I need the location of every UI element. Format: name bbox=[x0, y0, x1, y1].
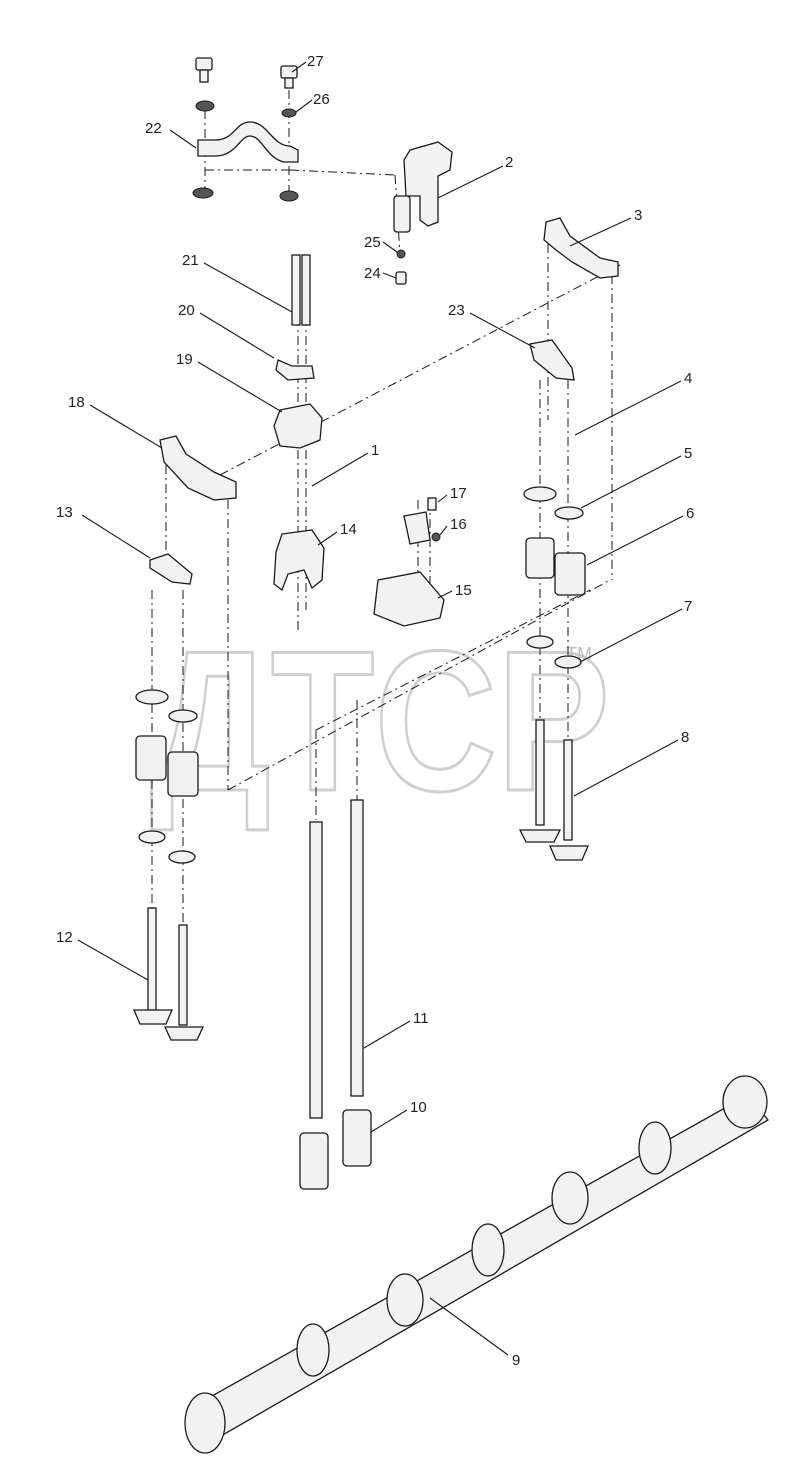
long-bolt-b bbox=[301, 254, 311, 326]
callout-8: 8 bbox=[681, 729, 689, 746]
valve-stem-left-a bbox=[147, 907, 157, 1011]
callout-3: 3 bbox=[634, 207, 642, 224]
rocker-support bbox=[403, 141, 453, 227]
callout-12: 12 bbox=[56, 929, 73, 946]
bolt-left bbox=[195, 57, 213, 83]
ball-25 bbox=[396, 249, 406, 259]
push-rod-b bbox=[350, 799, 364, 1097]
pin-24 bbox=[395, 271, 407, 285]
spring-seat-left-b bbox=[168, 850, 196, 864]
callout-6: 6 bbox=[686, 505, 694, 522]
valve-spring-left-b bbox=[167, 751, 199, 797]
callout-10: 10 bbox=[410, 1099, 427, 1116]
spring-retainer-right-a bbox=[523, 486, 557, 502]
rocker-base bbox=[373, 571, 445, 627]
tappet-a bbox=[299, 1132, 329, 1190]
valve-head-left-a bbox=[133, 1009, 173, 1025]
callout-1: 1 bbox=[371, 442, 379, 459]
callout-13: 13 bbox=[56, 504, 73, 521]
valve-stem-right-b bbox=[563, 739, 573, 841]
callout-18: 18 bbox=[68, 394, 85, 411]
callout-5: 5 bbox=[684, 445, 692, 462]
parts bbox=[133, 57, 769, 1454]
washer-26 bbox=[281, 108, 297, 118]
valve-head-right-b bbox=[549, 845, 589, 861]
valve-bridge-left bbox=[149, 553, 193, 585]
callout-20: 20 bbox=[178, 302, 195, 319]
callout-21: 21 bbox=[182, 252, 199, 269]
washer-lower-left bbox=[192, 187, 214, 199]
callout-24: 24 bbox=[364, 265, 381, 282]
push-rod-a bbox=[309, 821, 323, 1119]
callout-7: 7 bbox=[684, 598, 692, 615]
screw-17 bbox=[427, 497, 437, 511]
callout-17: 17 bbox=[450, 485, 467, 502]
callout-23: 23 bbox=[448, 302, 465, 319]
oil-pipe bbox=[197, 121, 299, 163]
callout-9: 9 bbox=[512, 1352, 520, 1369]
callout-11: 11 bbox=[413, 1010, 429, 1027]
callout-22: 22 bbox=[145, 120, 162, 137]
callout-16: 16 bbox=[450, 516, 467, 533]
long-bolt-a bbox=[291, 254, 301, 326]
leader-lines bbox=[77, 61, 684, 1356]
rocker-arm-left bbox=[159, 435, 237, 501]
valve-bridge-right bbox=[529, 339, 575, 381]
valve-spring-left-a bbox=[135, 735, 167, 781]
valve-spring-right-a bbox=[525, 537, 555, 579]
support-sleeve bbox=[393, 195, 411, 233]
spring-retainer-left-a bbox=[135, 689, 169, 705]
callout-19: 19 bbox=[176, 351, 193, 368]
camshaft bbox=[184, 1075, 769, 1454]
rocker-stand bbox=[273, 529, 325, 592]
nut-16 bbox=[431, 532, 441, 542]
callout-26: 26 bbox=[313, 91, 330, 108]
valve-head-left-b bbox=[163, 1026, 205, 1041]
spring-seat-left-a bbox=[138, 830, 166, 844]
rocker-arm-right bbox=[543, 217, 619, 279]
adjuster bbox=[403, 511, 431, 545]
rocker-shaft-block bbox=[273, 403, 323, 449]
bolt-27 bbox=[280, 65, 298, 89]
bracket bbox=[275, 359, 315, 381]
callout-4: 4 bbox=[684, 370, 692, 387]
valve-head-right-a bbox=[518, 829, 562, 843]
spring-seat-right-a bbox=[526, 635, 554, 649]
spring-retainer-left-b bbox=[168, 709, 198, 723]
spring-retainer-right-b bbox=[554, 506, 584, 520]
callout-25: 25 bbox=[364, 234, 381, 251]
washer-lower-right bbox=[279, 190, 299, 202]
washer-left bbox=[195, 100, 215, 112]
callout-15: 15 bbox=[455, 582, 472, 599]
tappet-b bbox=[342, 1109, 372, 1167]
callout-2: 2 bbox=[505, 154, 513, 171]
spring-seat-right-b bbox=[554, 655, 582, 669]
callout-labels: 27 26 22 2 3 25 24 21 20 23 19 4 18 1 5 … bbox=[56, 53, 694, 1369]
valve-stem-left-b bbox=[178, 924, 188, 1026]
callout-27: 27 bbox=[307, 53, 324, 70]
valve-stem-right-a bbox=[535, 719, 545, 826]
callout-14: 14 bbox=[340, 521, 357, 538]
valve-spring-right-b bbox=[554, 552, 586, 596]
